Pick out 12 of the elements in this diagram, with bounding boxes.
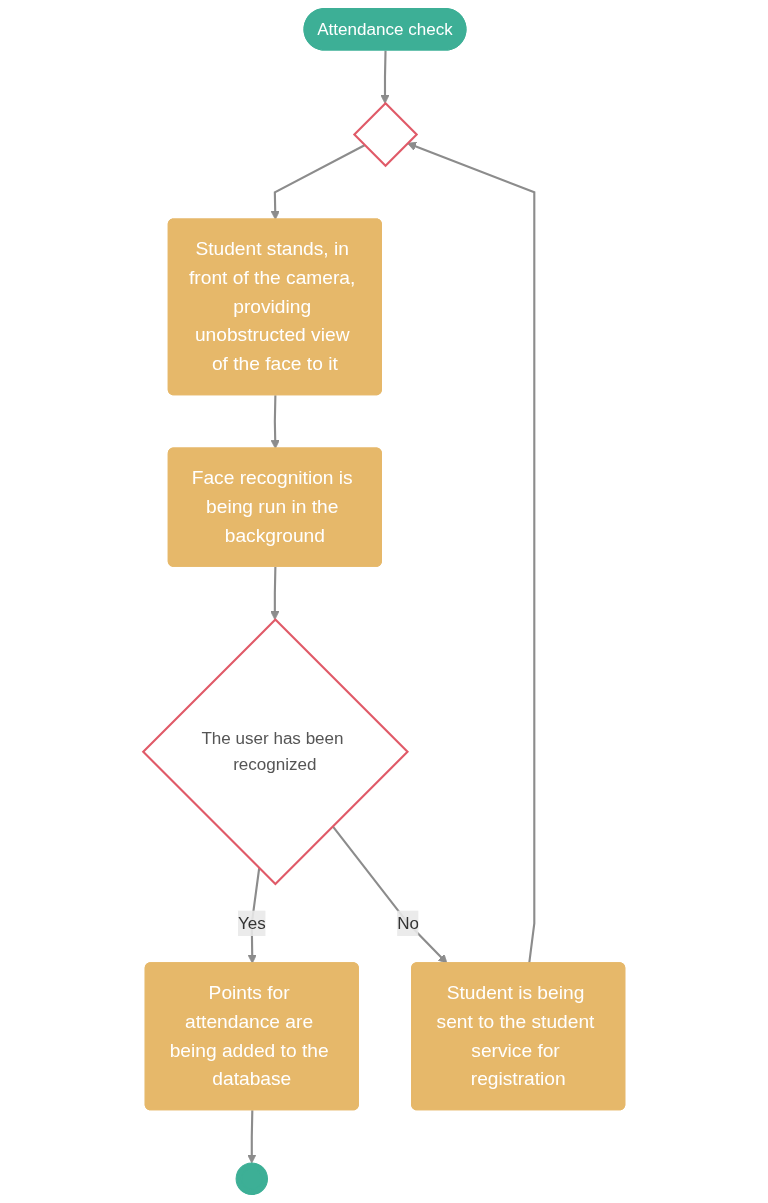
arrow (247, 1110, 257, 1164)
node-circle (235, 1162, 268, 1195)
edge-label: Yes (237, 913, 266, 932)
arrow (331, 825, 448, 964)
arrow (380, 50, 390, 104)
edge-label: No (397, 913, 419, 932)
node-diamond (352, 101, 419, 168)
arrow (270, 144, 366, 220)
arrow (407, 141, 536, 964)
arrow (270, 566, 280, 621)
node-diamond: The user has been recognized (141, 618, 410, 886)
arrow (270, 395, 280, 449)
